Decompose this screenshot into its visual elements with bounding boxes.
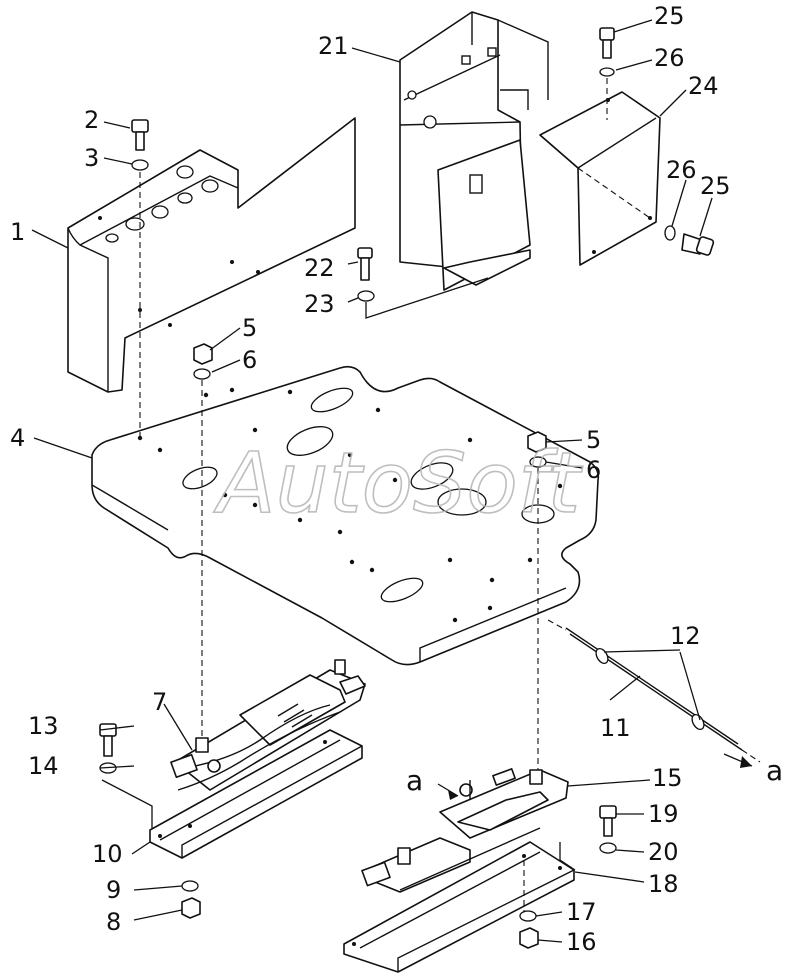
callout-23: 23 [304, 290, 335, 318]
washer-6-left [193, 368, 211, 380]
bolt-2 [131, 119, 149, 151]
callout-22: 22 [304, 254, 335, 282]
callout-21: 21 [318, 32, 349, 60]
callout-3: 3 [84, 144, 99, 172]
washer-17 [519, 910, 537, 922]
callout-17: 17 [566, 898, 597, 926]
nut-5-left [193, 343, 213, 365]
callout-9: 9 [106, 876, 121, 904]
callout-2: 2 [84, 106, 99, 134]
washer-20 [599, 842, 617, 854]
callout-25-top: 25 [654, 2, 685, 30]
callout-20: 20 [648, 838, 679, 866]
part-15-seat-slide-right [361, 768, 569, 893]
callout-11: 11 [600, 714, 631, 742]
washer-23 [357, 290, 375, 302]
callout-8: 8 [106, 908, 121, 936]
part-4-floor-plate [91, 365, 600, 666]
watermark: AutoSoft [213, 434, 583, 532]
washer-26-side [664, 225, 676, 241]
callout-14: 14 [28, 752, 59, 780]
bolt-13 [99, 723, 117, 757]
callout-12: 12 [670, 622, 701, 650]
callout-13: 13 [28, 712, 59, 740]
callout-18: 18 [648, 870, 679, 898]
washer-3 [131, 159, 149, 171]
nut-16 [519, 927, 539, 949]
bolt-25-top [599, 27, 615, 59]
callout-4: 4 [10, 424, 25, 452]
callout-5-right: 5 [586, 426, 601, 454]
part-7-seat-slide-left [170, 659, 366, 791]
bolt-19 [599, 805, 617, 837]
callout-a-target: a [766, 754, 783, 787]
callout-a-ref: a [406, 764, 423, 797]
washer-9 [181, 880, 199, 892]
callout-16: 16 [566, 928, 597, 956]
callout-1: 1 [10, 218, 25, 246]
part-11-rod [547, 619, 761, 763]
callout-26-top: 26 [654, 44, 685, 72]
callout-10: 10 [92, 840, 123, 868]
bolt-22 [357, 247, 373, 281]
callout-labels: 1 2 3 4 5 6 5 6 7 8 9 10 11 12 13 14 15 … [10, 2, 783, 956]
callout-6-right: 6 [586, 456, 601, 484]
callout-26-side: 26 [666, 156, 697, 184]
part-24-cover-box [539, 91, 661, 266]
callout-5-left: 5 [242, 314, 257, 342]
part-21-bracket [399, 11, 549, 291]
part-18-rail-right [343, 841, 575, 973]
part-10-rail-left [149, 729, 363, 859]
bolt-25-side [681, 233, 715, 256]
nut-5-right [527, 431, 547, 453]
callout-19: 19 [648, 800, 679, 828]
callout-6-left: 6 [242, 346, 257, 374]
callout-25-side: 25 [700, 172, 731, 200]
callout-24: 24 [688, 72, 719, 100]
leader-lines [31, 19, 753, 943]
callout-7: 7 [152, 688, 167, 716]
callout-15: 15 [652, 764, 683, 792]
nut-8 [181, 897, 201, 919]
washer-26-top [599, 67, 615, 77]
